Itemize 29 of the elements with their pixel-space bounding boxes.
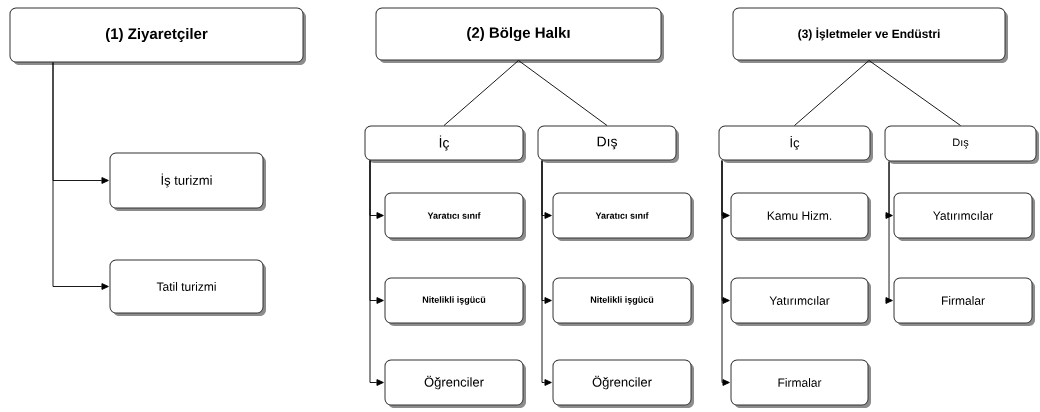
category-box: Nitelikli işgücü [384, 277, 526, 326]
connector [541, 160, 552, 386]
group-box: Dış [884, 125, 1039, 164]
category-box: Yatırımcılar [730, 277, 871, 326]
connector [721, 160, 730, 386]
connector [52, 62, 109, 290]
category-box: Öğrenciler [552, 359, 694, 408]
category-box: Öğrenciler [384, 359, 526, 408]
category-box: Yaratıcı sınıf [552, 192, 694, 241]
category-box: Nitelikli işgücü [552, 277, 694, 326]
category-box: Kamu Hizm. [730, 192, 871, 241]
connector [868, 60, 961, 126]
connector [885, 161, 893, 304]
category-box: Firmalar [893, 277, 1035, 326]
category-box: Yatırımcılar [893, 192, 1035, 241]
header-box: (1) Ziyaretçiler [9, 7, 306, 65]
group-box: İç [718, 125, 873, 163]
group-box: Dış [537, 125, 679, 163]
group-box: İç [364, 125, 526, 163]
connector [369, 160, 384, 386]
category-box: Tatil turizmi [109, 259, 266, 316]
category-box: İş turizmi [109, 152, 266, 211]
category-box: Firmalar [730, 359, 871, 408]
connector [443, 60, 519, 126]
connector [794, 60, 870, 126]
connector [518, 60, 608, 126]
header-box: (2) Bölge Halkı [375, 7, 664, 63]
category-box: Yaratıcı sınıf [384, 192, 526, 241]
header-box: (3) İşletmeler ve Endüstri [732, 7, 1008, 63]
